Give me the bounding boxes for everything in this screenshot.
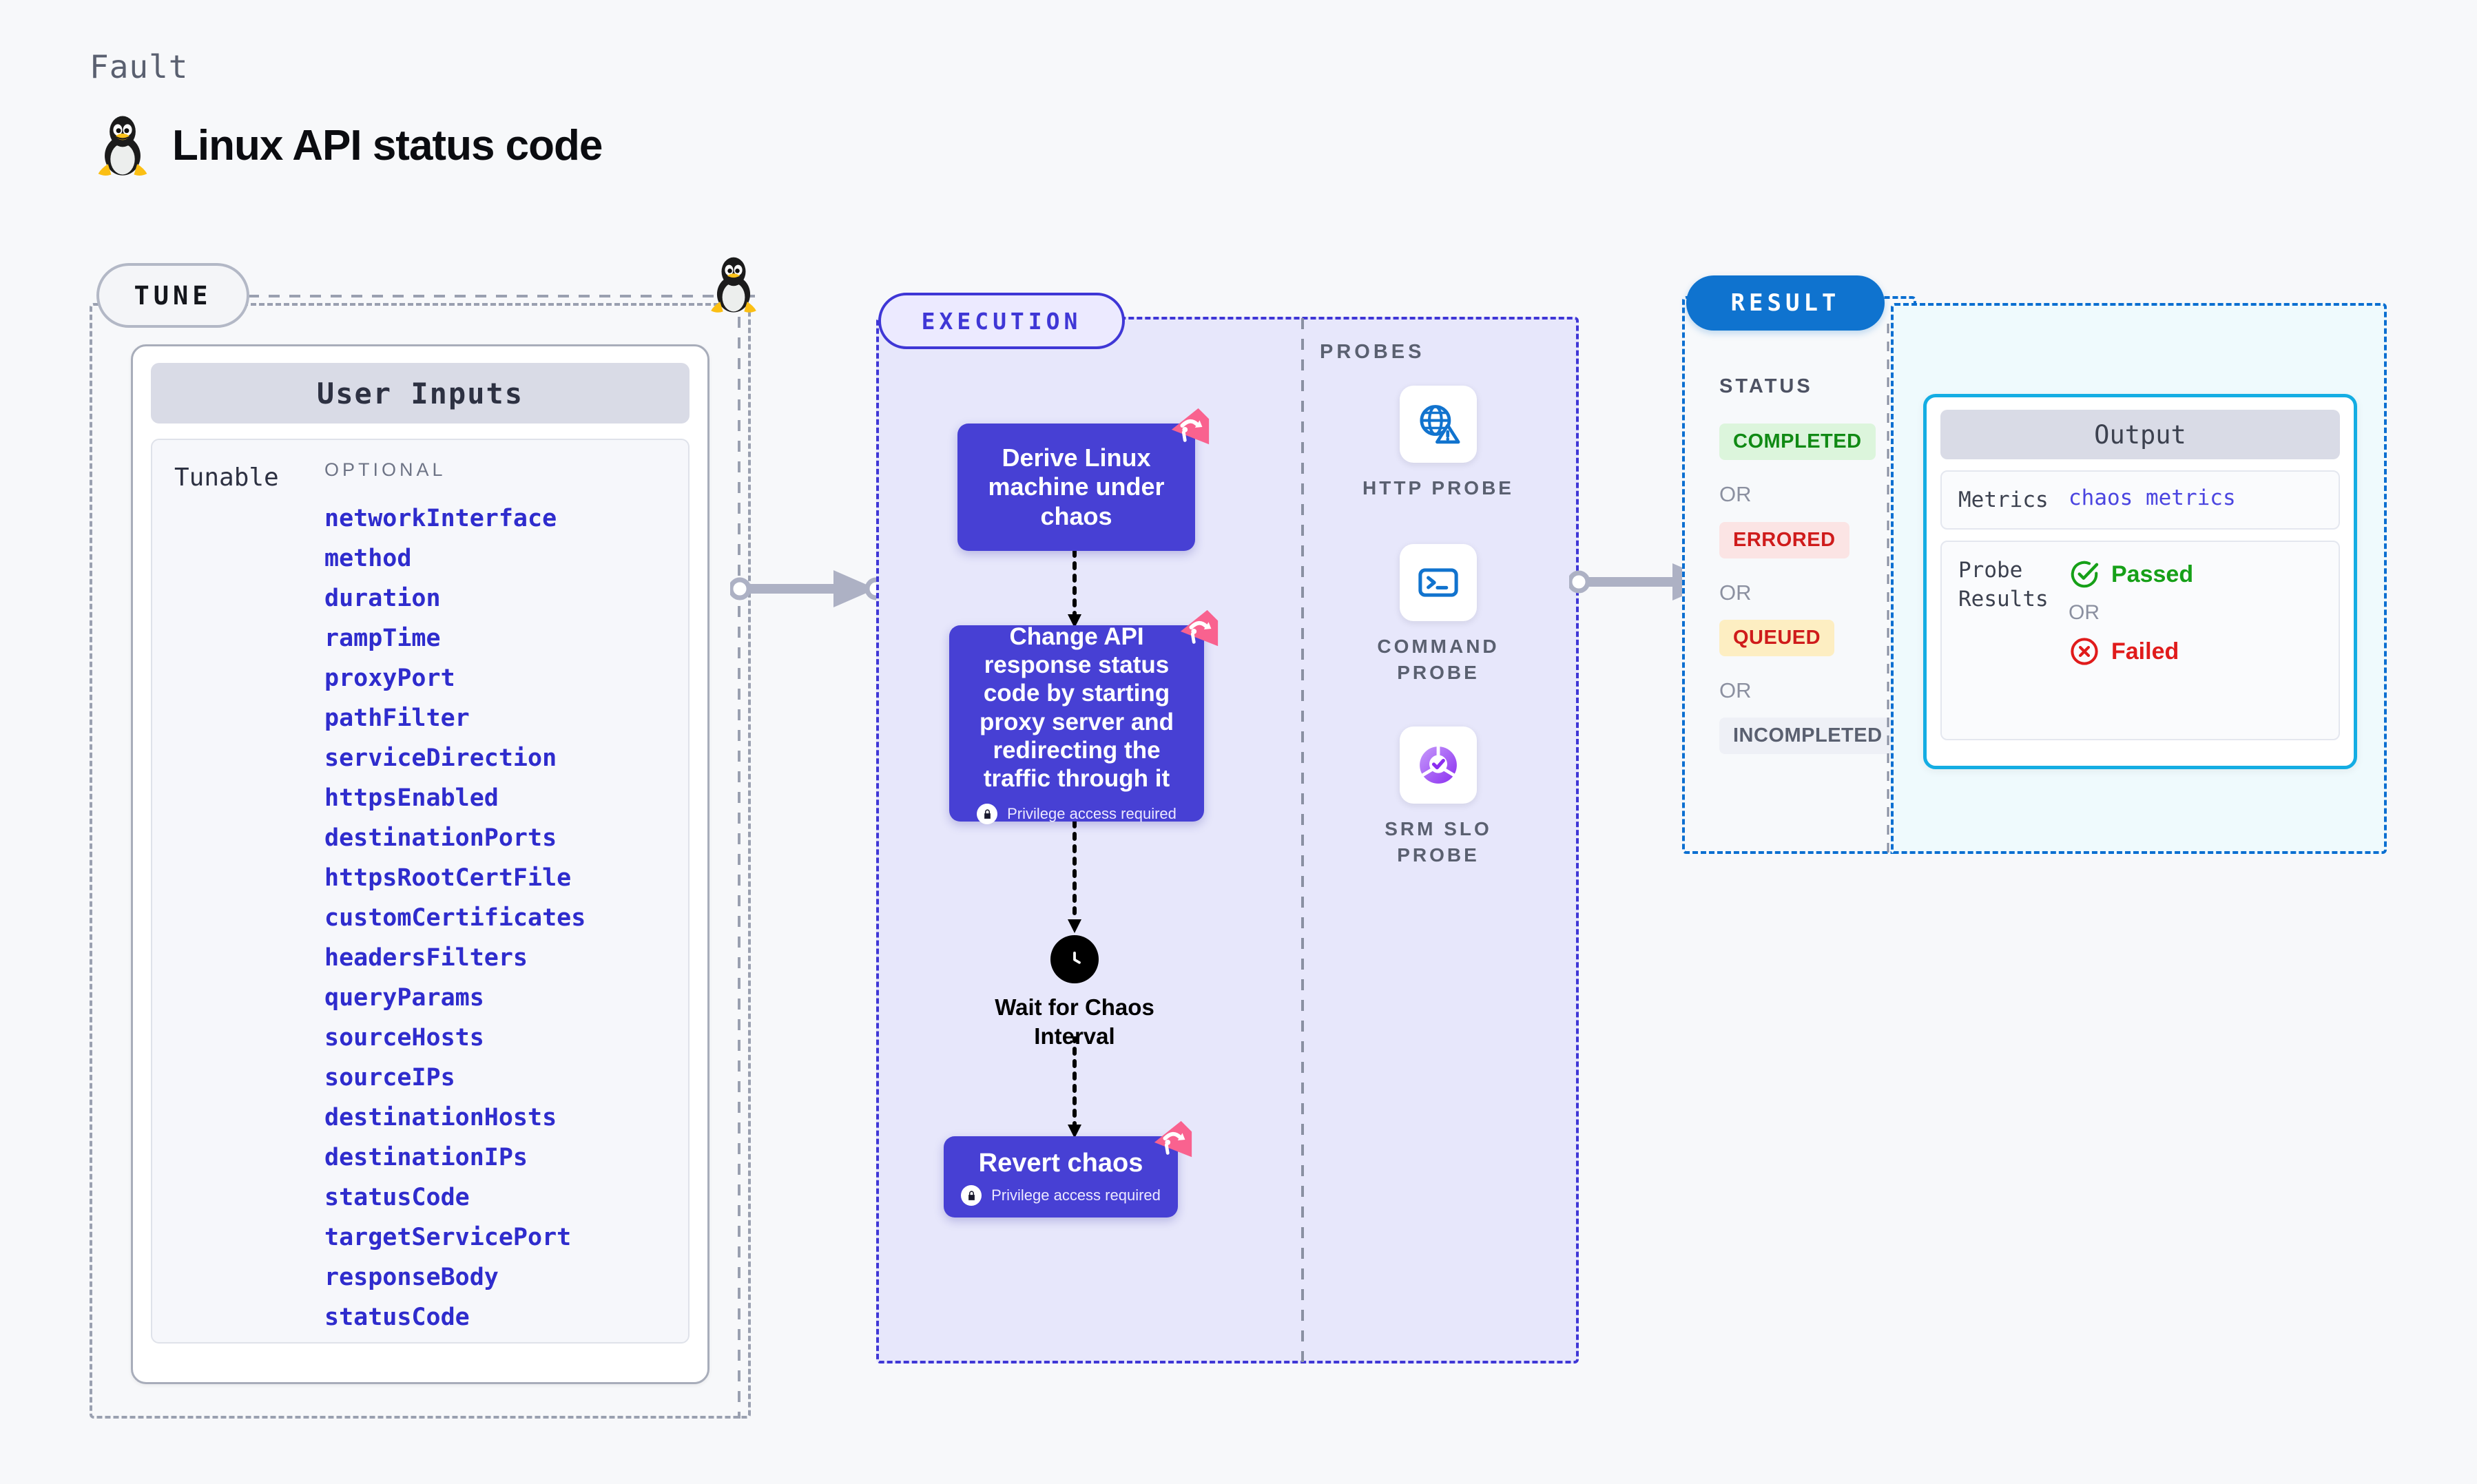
chaos-badge-icon xyxy=(1180,609,1219,647)
param-item[interactable]: rampTime xyxy=(324,625,441,652)
status-badge-completed: COMPLETED xyxy=(1719,424,1876,460)
param-item[interactable]: pathFilter xyxy=(324,704,470,732)
check-circle-icon xyxy=(2071,561,2099,588)
execution-node-revert-chaos[interactable]: Revert chaos Privilege access required xyxy=(944,1120,1192,1217)
param-item[interactable]: proxyPort xyxy=(324,665,455,692)
metrics-label: Metrics xyxy=(1958,488,2049,512)
x-circle-icon xyxy=(2071,638,2098,665)
output-metrics-row: Metrics chaos metrics xyxy=(1940,470,2340,530)
linux-penguin-marker-icon xyxy=(711,257,756,313)
globe-warning-icon xyxy=(1400,386,1477,463)
page-title-text: Linux API status code xyxy=(172,121,603,169)
execution-node-text: Change API response status code by start… xyxy=(979,623,1174,793)
param-item[interactable]: serviceDirection xyxy=(324,744,557,772)
tune-connector-line xyxy=(248,295,758,297)
param-item[interactable]: httpsEnabled xyxy=(324,784,499,812)
tune-zone xyxy=(90,303,751,1419)
lock-icon xyxy=(961,1185,982,1206)
probe-result-passed: Passed xyxy=(2069,558,2322,590)
param-item[interactable]: queryParams xyxy=(324,984,484,1012)
user-inputs-title: User Inputs xyxy=(151,363,690,424)
lock-icon xyxy=(977,804,998,825)
probes-divider xyxy=(1301,318,1304,1363)
execution-node-text: Revert chaos xyxy=(978,1148,1143,1178)
param-item[interactable]: httpsRootCertFile xyxy=(324,864,572,892)
terminal-icon xyxy=(1400,544,1477,621)
chaos-badge-icon xyxy=(1154,1120,1192,1158)
flow-arrow xyxy=(1068,1036,1081,1138)
chaos-badge-icon xyxy=(1171,408,1210,445)
user-inputs-card: User Inputs Tunable OPTIONAL networkInte… xyxy=(131,344,709,1384)
param-item[interactable]: targetServicePort xyxy=(324,1224,572,1251)
param-item[interactable]: statusCode xyxy=(324,1304,470,1331)
linux-penguin-icon xyxy=(98,116,147,176)
tune-zone-right-edge xyxy=(738,296,740,1419)
privilege-note: Privilege access required xyxy=(961,1185,1161,1206)
param-item[interactable]: responseBody xyxy=(324,1264,499,1291)
slo-donut-check-icon xyxy=(1400,727,1477,804)
wait-for-chaos-interval: Wait for Chaos Interval xyxy=(978,935,1171,1051)
probe-label: COMMAND PROBE xyxy=(1377,636,1500,683)
clock-icon xyxy=(1050,935,1099,983)
or-separator: OR xyxy=(1719,678,1752,702)
param-item[interactable]: headersFilters xyxy=(324,944,528,972)
flow-arrow xyxy=(1068,551,1081,628)
probes-title: PROBES xyxy=(1320,341,1425,363)
status-badge-queued: QUEUED xyxy=(1719,620,1835,656)
optional-header: OPTIONAL xyxy=(324,459,446,480)
param-item[interactable]: networkInterface xyxy=(324,505,557,532)
passed-label: Passed xyxy=(2111,561,2194,587)
status-title: STATUS xyxy=(1719,375,1813,397)
failed-label: Failed xyxy=(2111,638,2179,665)
metrics-value[interactable]: chaos metrics xyxy=(2069,485,2236,510)
status-badge-incompleted: INCOMPLETED xyxy=(1719,718,1896,754)
probe-http[interactable]: HTTP PROBE xyxy=(1349,386,1528,501)
probe-results-label: Probe Results xyxy=(1958,558,2049,612)
probe-label: SRM SLO PROBE xyxy=(1385,818,1492,866)
param-item[interactable]: duration xyxy=(324,585,441,612)
privilege-text: Privilege access required xyxy=(991,1187,1161,1204)
param-list: OPTIONAL networkInterface method duratio… xyxy=(324,459,688,1342)
execution-node-change-status[interactable]: Change API response status code by start… xyxy=(949,609,1219,825)
probe-srm-slo[interactable]: SRM SLO PROBE xyxy=(1349,727,1528,868)
output-title: Output xyxy=(1940,410,2340,459)
status-badge-errored: ERRORED xyxy=(1719,522,1849,558)
probe-result-failed: Failed xyxy=(2069,636,2322,667)
result-badge[interactable]: RESULT xyxy=(1686,275,1885,331)
param-item[interactable]: destinationIPs xyxy=(324,1144,528,1171)
tunable-section: Tunable OPTIONAL networkInterface method… xyxy=(151,439,690,1344)
connector-tune-to-execution xyxy=(730,570,888,607)
param-item[interactable]: destinationHosts xyxy=(324,1104,557,1131)
tune-badge[interactable]: TUNE xyxy=(96,263,249,328)
execution-node-text: Derive Linux machine under chaos xyxy=(988,443,1165,530)
param-item[interactable]: method xyxy=(324,545,412,572)
or-separator: OR xyxy=(2069,601,2100,624)
privilege-note: Privilege access required xyxy=(977,804,1177,825)
output-probe-results-row: Probe Results Passed OR Failed xyxy=(1940,541,2340,740)
fault-kicker: Fault xyxy=(90,48,189,85)
param-item[interactable]: statusCode xyxy=(324,1184,470,1211)
param-item[interactable]: customCertificates xyxy=(324,904,586,932)
execution-node-derive[interactable]: Derive Linux machine under chaos xyxy=(957,408,1210,551)
probe-command[interactable]: COMMAND PROBE xyxy=(1349,544,1528,686)
flow-arrow xyxy=(1068,822,1081,933)
or-separator: OR xyxy=(1719,482,1752,506)
page-title: Linux API status code xyxy=(96,114,603,177)
param-item[interactable]: sourceHosts xyxy=(324,1024,484,1052)
param-item[interactable]: sourceIPs xyxy=(324,1064,455,1091)
probe-label: HTTP PROBE xyxy=(1362,477,1514,499)
tunable-label: Tunable xyxy=(174,463,279,492)
execution-badge[interactable]: EXECUTION xyxy=(878,293,1125,349)
or-separator: OR xyxy=(1719,581,1752,605)
param-item[interactable]: destinationPorts xyxy=(324,824,557,852)
privilege-text: Privilege access required xyxy=(1007,805,1177,823)
output-card: Output Metrics chaos metrics Probe Resul… xyxy=(1923,394,2357,769)
